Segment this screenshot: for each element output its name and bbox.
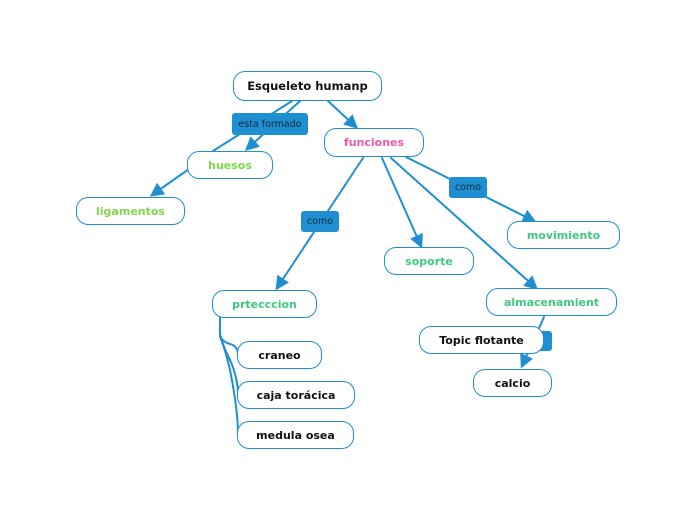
topic-medula-osea[interactable]: medula osea — [237, 421, 354, 449]
link-como-proteccion[interactable]: como — [301, 211, 339, 232]
connector-root-funciones — [327, 100, 359, 129]
connector-proteccion-craneo — [219, 317, 239, 356]
topic-ligamentos[interactable]: ligamentos — [76, 197, 185, 225]
topic-calcio[interactable]: calcio — [473, 369, 552, 397]
connector-huesos-ligamentos — [149, 168, 190, 197]
floating-topic[interactable]: Topic flotante — [419, 326, 544, 354]
link-esta-formado[interactable]: esta formado — [232, 113, 308, 135]
topic-huesos[interactable]: huesos — [187, 151, 273, 179]
connector-proteccion-caja — [219, 317, 239, 396]
topic-proteccion[interactable]: prtecccion — [212, 290, 317, 318]
connector-funciones-almacenamiento — [390, 157, 539, 290]
topic-craneo[interactable]: craneo — [237, 341, 322, 369]
topic-funciones[interactable]: funciones — [324, 128, 424, 157]
connector-funciones-soporte — [381, 157, 423, 249]
root-topic[interactable]: Esqueleto humanp — [233, 71, 382, 101]
connector-proteccion-medula — [219, 317, 239, 436]
topic-movimiento[interactable]: movimiento — [507, 221, 620, 249]
topic-caja-toracica[interactable]: caja torácica — [237, 381, 355, 409]
topic-soporte[interactable]: soporte — [384, 247, 474, 275]
link-como-movimiento[interactable]: como — [449, 177, 487, 198]
topic-almacenamiento[interactable]: almacenamient — [486, 288, 617, 316]
